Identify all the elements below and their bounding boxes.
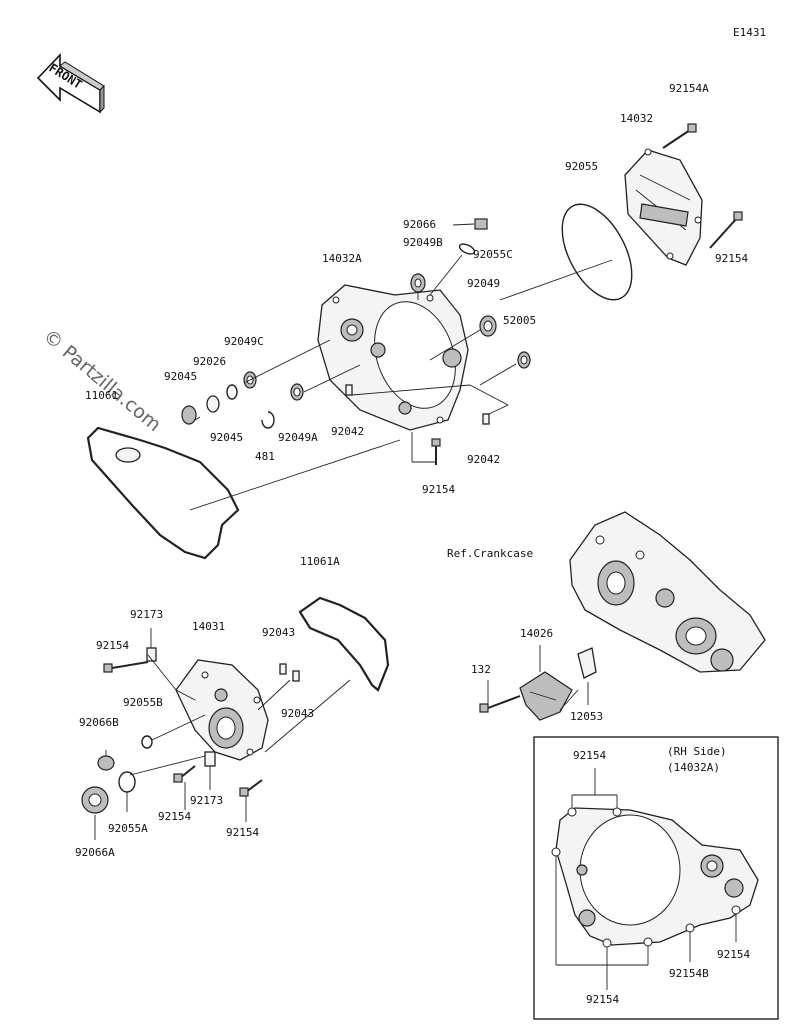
inset-leader-lines (555, 768, 737, 990)
label-92066B: 92066B (79, 716, 119, 729)
label-92043a: 92043 (262, 626, 295, 639)
label-92026: 92026 (193, 355, 226, 368)
seal-92049 (479, 315, 497, 337)
clutch-cover-14032 (624, 148, 703, 266)
label-92154-mid: 92154 (422, 483, 455, 496)
cap-92066A (81, 786, 109, 814)
label-inset-92154-top: 92154 (573, 749, 606, 762)
leader-lines-left (94, 628, 351, 840)
bolt-92154-top (709, 211, 743, 249)
seal-92049A (290, 383, 304, 401)
plug-92066B (97, 755, 115, 771)
label-92173b: 92173 (190, 794, 223, 807)
gasket-11061 (86, 426, 240, 560)
o-ring-92055 (561, 203, 633, 301)
label-inset-92154-right: 92154 (717, 948, 750, 961)
label-inset-92154B: 92154B (669, 967, 709, 980)
diagram-id: E1431 (733, 26, 766, 39)
leader-lines-right (487, 645, 589, 711)
inset-title-line2: (14032A) (667, 761, 720, 774)
inset-rh-cover (551, 807, 759, 948)
inset-frame (533, 736, 779, 1020)
circlip-481 (261, 411, 275, 429)
bolt-92154-b1 (173, 765, 196, 783)
collar-92173b (204, 751, 216, 767)
gasket-window (115, 447, 141, 463)
label-132: 132 (471, 663, 491, 676)
inset-title-line1: (RH Side) (667, 745, 727, 758)
label-14031: 14031 (192, 620, 225, 633)
seal-92045b (181, 405, 197, 425)
label-92066: 92066 (403, 218, 436, 231)
collar-92173a (146, 647, 157, 662)
label-52005: 52005 (503, 314, 536, 327)
front-arrow-icon: FRONT (36, 53, 105, 114)
label-92154-b2: 92154 (226, 826, 259, 839)
label-92154A: 92154A (669, 82, 709, 95)
label-92049B: 92049B (403, 236, 443, 249)
label-92055A: 92055A (108, 822, 148, 835)
label-92055C: 92055C (473, 248, 513, 261)
seal-92049B (410, 273, 426, 293)
bolt-132 (479, 695, 521, 713)
guide-14026 (519, 671, 573, 721)
label-92042a: 92042 (331, 425, 364, 438)
label-inset-92154-bottom: 92154 (586, 993, 619, 1006)
bolt-92154A (662, 123, 697, 149)
watermark: © Partzilla.com (39, 325, 165, 436)
dowel-92042b (482, 413, 490, 425)
rh-cover-14032A (317, 284, 469, 431)
o-ring-92055B (141, 735, 153, 749)
label-92066A: 92066A (75, 846, 115, 859)
label-92043b: 92043 (281, 707, 314, 720)
leader-lines-middle (189, 223, 613, 511)
label-92173a: 92173 (130, 608, 163, 621)
label-11061: 11061 (85, 389, 118, 402)
label-481: 481 (255, 450, 275, 463)
bolt-92154-b2 (239, 779, 263, 797)
label-92049: 92049 (467, 277, 500, 290)
bolt-92154-mid (431, 438, 441, 465)
label-11061A: 11061A (300, 555, 340, 568)
generator-cover-14031 (175, 659, 269, 761)
label-92045b: 92045 (210, 431, 243, 444)
label-92049A: 92049A (278, 431, 318, 444)
label-92042b: 92042 (467, 453, 500, 466)
bearing-52005 (517, 351, 531, 369)
label-12053: 12053 (570, 710, 603, 723)
washer-92026 (226, 384, 238, 400)
o-ring-92055C (458, 243, 476, 255)
label-14026: 14026 (520, 627, 553, 640)
svg-text:© Partzilla.com: © Partzilla.com (39, 325, 165, 436)
bracket-12053 (577, 647, 597, 679)
label-92055: 92055 (565, 160, 598, 173)
label-92055B: 92055B (123, 696, 163, 709)
plug-92066 (474, 218, 488, 230)
label-92154-left: 92154 (96, 639, 129, 652)
label-92154-top: 92154 (715, 252, 748, 265)
label-14032: 14032 (620, 112, 653, 125)
dowel-92043a (279, 663, 287, 675)
dowel-92043b (292, 670, 300, 682)
ref-crankcase-label: Ref.Crankcase (447, 547, 533, 560)
part-labels: 92154A 14032 92055 92154 92066 92049B 92… (75, 82, 750, 1006)
o-ring-92055A (118, 771, 136, 793)
label-92049C: 92049C (224, 335, 264, 348)
dowel-92042a (345, 384, 353, 396)
label-92045a: 92045 (164, 370, 197, 383)
crankcase-ref (569, 511, 766, 673)
collar-92045a (206, 395, 220, 413)
bolt-92154-left (103, 661, 149, 673)
label-14032A: 14032A (322, 252, 362, 265)
gasket-11061A (298, 596, 390, 692)
label-92154-b1: 92154 (158, 810, 191, 823)
